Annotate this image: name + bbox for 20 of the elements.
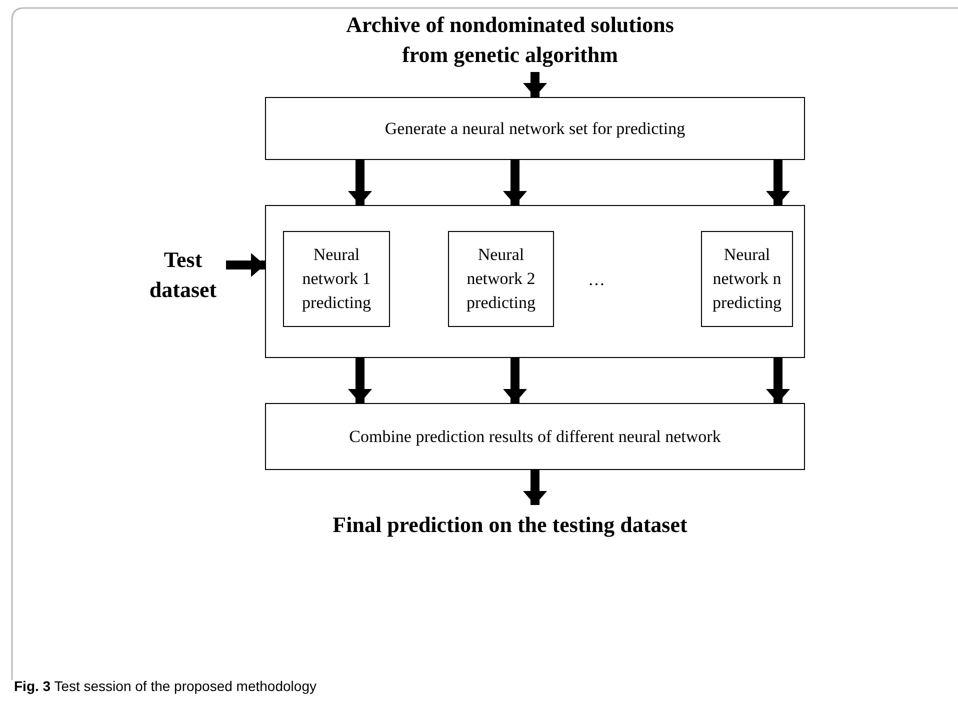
block-arrow xyxy=(523,72,547,97)
block-arrow xyxy=(523,470,547,505)
process-box: Neural network n predicting xyxy=(701,231,793,327)
block-arrow xyxy=(766,160,790,205)
ellipsis-text: … xyxy=(588,269,605,291)
block-arrow xyxy=(503,358,527,403)
heading-text: Final prediction on the testing dataset xyxy=(270,505,750,545)
process-box: Neural network 2 predicting xyxy=(448,231,554,327)
block-arrow xyxy=(348,358,372,403)
process-box: Neural network 1 predicting xyxy=(283,231,390,327)
container-box xyxy=(265,205,805,358)
block-arrow xyxy=(226,253,265,277)
heading-text: Archive of nondominated solutions from genetic algorithm xyxy=(345,8,675,72)
process-box: Generate a neural network set for predicting xyxy=(265,97,805,160)
block-arrow xyxy=(503,160,527,205)
block-arrow xyxy=(348,160,372,205)
process-box: Combine prediction results of different neural network xyxy=(265,403,805,470)
heading-text: Test dataset xyxy=(140,240,226,310)
block-arrow xyxy=(766,358,790,403)
figure-caption: Fig. 3 Test session of the proposed methodology xyxy=(14,677,316,696)
